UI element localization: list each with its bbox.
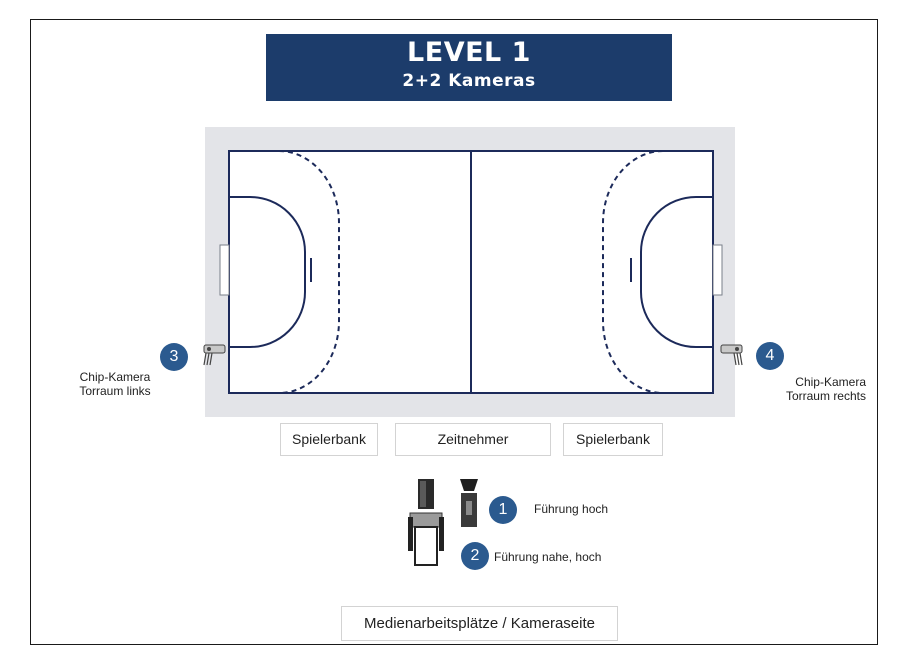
camera-3-label-line2: Torraum links [79, 384, 151, 398]
title-sub: 2+2 Kameras [402, 71, 536, 91]
camera-4-badge: 4 [756, 342, 784, 370]
camera-4-label-line2: Torraum rechts [785, 389, 866, 403]
camera-2-label: Führung nahe, hoch [494, 550, 602, 564]
bench-right-label: Spielerbank [563, 423, 663, 456]
platform-camera-icon [408, 479, 444, 566]
camera-3-label: Chip-Kamera Torraum links [70, 370, 160, 398]
camera-4-label-line1: Chip-Kamera [795, 375, 866, 389]
chip-camera-icon [720, 344, 743, 366]
handball-court [205, 127, 735, 417]
tripod-camera-icon [460, 479, 478, 527]
camera-3-badge: 3 [160, 343, 188, 371]
chip-camera-icon [203, 344, 226, 366]
camera-2-badge: 2 [461, 542, 489, 570]
free-throw-line-left [278, 150, 340, 394]
bench-left-label: Spielerbank [280, 423, 378, 456]
diagram-frame [30, 19, 878, 645]
timekeeper-label: Zeitnehmer [395, 423, 551, 456]
media-workspace-label: Medienarbeitsplätze / Kameraseite [341, 606, 618, 641]
goal-left [219, 244, 230, 296]
free-throw-line-right [602, 150, 664, 394]
camera-1-label: Führung hoch [534, 502, 609, 516]
camera-4-label: Chip-Kamera Torraum rechts [770, 375, 866, 403]
camera-3-label-line1: Chip-Kamera [79, 370, 151, 384]
camera-1-badge: 1 [489, 496, 517, 524]
goal-right [712, 244, 723, 296]
goal-area-right [640, 196, 713, 348]
title-main: LEVEL 1 [407, 37, 531, 68]
goal-area-left [229, 196, 306, 348]
title-banner: LEVEL 1 2+2 Kameras [266, 34, 672, 101]
